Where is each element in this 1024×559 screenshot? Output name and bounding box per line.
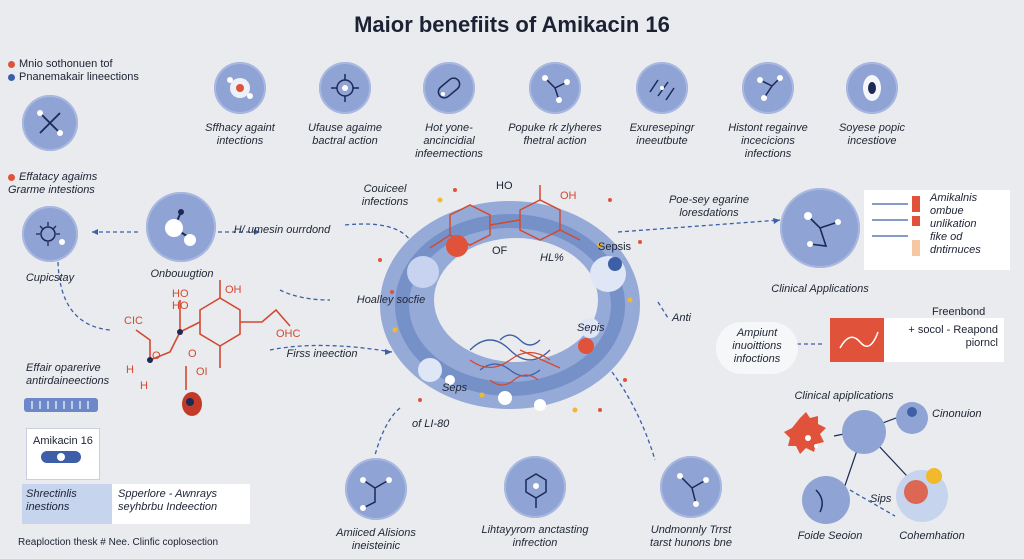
- bullet-dot: [8, 173, 15, 181]
- poe-label: Poe-sey egarine loresdations: [668, 194, 750, 219]
- reapond-panel: [830, 318, 884, 362]
- ring-molecule-icon: [504, 456, 566, 518]
- sepsis-label: Sepsis: [598, 241, 632, 253]
- bottom-icon-label: Amiiced Alisions ineisteinic: [336, 527, 416, 552]
- seps-label: Seps: [442, 382, 468, 394]
- mol-label: HO: [172, 300, 189, 312]
- capsule-icon: [41, 451, 81, 463]
- mol-label: OI: [196, 366, 208, 378]
- top-icon-label: Histont regainve incecicions infections: [728, 122, 808, 160]
- molecule-icon: [529, 62, 581, 114]
- bacteria-icon: [214, 62, 266, 114]
- side-legend-text: Amikalnis ombue unlikation fike od dntir…: [930, 192, 981, 256]
- clinical-apps-label: Clinical Applications: [771, 283, 869, 295]
- ampiunt-label: Ampiunt inuoittions infoctions: [732, 327, 782, 365]
- top-icon-label: Sffhacy againt intections: [205, 122, 275, 147]
- mol-label: O: [188, 348, 197, 360]
- onbouugtion-label: Onbouugtion: [150, 268, 214, 280]
- hoaley-label: Hoalley socfie: [356, 294, 426, 306]
- top-icon-label: Hot yone- ancincidial infeemections: [415, 122, 483, 160]
- center-of-label: OF: [492, 245, 508, 257]
- mol-label: H: [126, 364, 134, 376]
- foide-label: Foide Seoion: [797, 530, 863, 542]
- cell-icon: [846, 62, 898, 114]
- effair-label: Effair oparerive antirdaineections: [26, 362, 110, 387]
- side-legend-box: Amikalnis ombue unlikation fike od dntir…: [864, 190, 1010, 270]
- network-icon: [742, 62, 794, 114]
- reapond-text: + socol - Reapond piorncl: [908, 324, 998, 349]
- legend-dot: [8, 60, 15, 68]
- legend-item: Mnio sothonuen tof: [8, 58, 139, 71]
- compound-icon: [345, 458, 407, 520]
- mol-label: HO: [172, 288, 189, 300]
- table-cell: Shrectinlis inestions: [22, 484, 112, 524]
- sips-label: Sips: [870, 493, 892, 505]
- freenbond-label: Freenbond: [932, 306, 986, 318]
- bottle-label: Amikacin 16: [33, 435, 93, 447]
- couiceel-label: Couiceel infections: [361, 183, 409, 208]
- sun-virus-icon: [22, 206, 78, 262]
- cohemhation-label: Cohemhation: [899, 530, 965, 542]
- hv-label: H/ umesin ourrdond: [233, 224, 331, 236]
- sepis-label: Sepis: [577, 322, 605, 334]
- top-icon-label: Exuresepingr ineeutbute: [629, 122, 695, 147]
- mol-label: H: [140, 380, 148, 392]
- branch-icon: [660, 456, 722, 518]
- top-icon-label: Popuke rk zlyheres fhetral action: [508, 122, 602, 147]
- clinical-apps2-label: Clinical apiplications: [794, 390, 894, 402]
- top-icon-label: Ufause agaime bactral action: [308, 122, 382, 147]
- ampiunt-cloud: [716, 322, 798, 374]
- center-oh-label: OH: [560, 190, 577, 202]
- mol-label: CIC: [124, 315, 143, 327]
- efficacy-text: Effatacy agaims Grarme intestions: [8, 171, 98, 196]
- mol-label: OH: [225, 284, 242, 296]
- reapond-box: [884, 318, 1004, 362]
- anti-label: Anti: [672, 312, 691, 324]
- center-hl-label: HL%: [540, 252, 564, 264]
- legend: Mnio sothonuen tof Pnanemakair lineectio…: [8, 58, 139, 84]
- cupicstay-label: Cupicstay: [25, 272, 75, 284]
- legend-dot: [8, 73, 15, 81]
- table-cell: Spperlore - Awnrays seyhbrbu Indeection: [118, 488, 218, 513]
- bottle-cap: [24, 398, 98, 412]
- clinical-molecule-icon: [780, 188, 860, 268]
- capsule-icon: [423, 62, 475, 114]
- mol-label: O: [152, 350, 161, 362]
- footer-text: Reaploction thesk # Nee. Clinfic coplose…: [18, 537, 219, 548]
- firss-label: Firss ineection: [286, 348, 358, 360]
- virus-icon: [319, 62, 371, 114]
- onounuon-label: Cinonuion: [932, 408, 982, 420]
- top-icon-label: Soyese popic incestiove: [838, 122, 906, 147]
- center-ho-label: HO: [496, 180, 513, 192]
- mol-label: OHC: [276, 328, 301, 340]
- bottom-icon-label: Undmonnly Trrst tarst hunons bne: [650, 524, 732, 549]
- bottom-icon-label: Lihtayyrom anctasting infrection: [481, 524, 589, 549]
- legend-item: Pnanemakair lineections: [8, 71, 139, 84]
- amikacin-bottle: Amikacin 16: [26, 428, 100, 480]
- scissors-icon: [22, 95, 78, 151]
- page-title: Maior benefiits of Amikacin 16: [354, 12, 670, 37]
- molecule-ball-icon: [146, 192, 216, 262]
- bacteria-strands-icon: [636, 62, 688, 114]
- summary-table: Shrectinlis inestions Spperlore - Awnray…: [22, 484, 250, 524]
- of-li-label: of LI-80: [412, 418, 450, 430]
